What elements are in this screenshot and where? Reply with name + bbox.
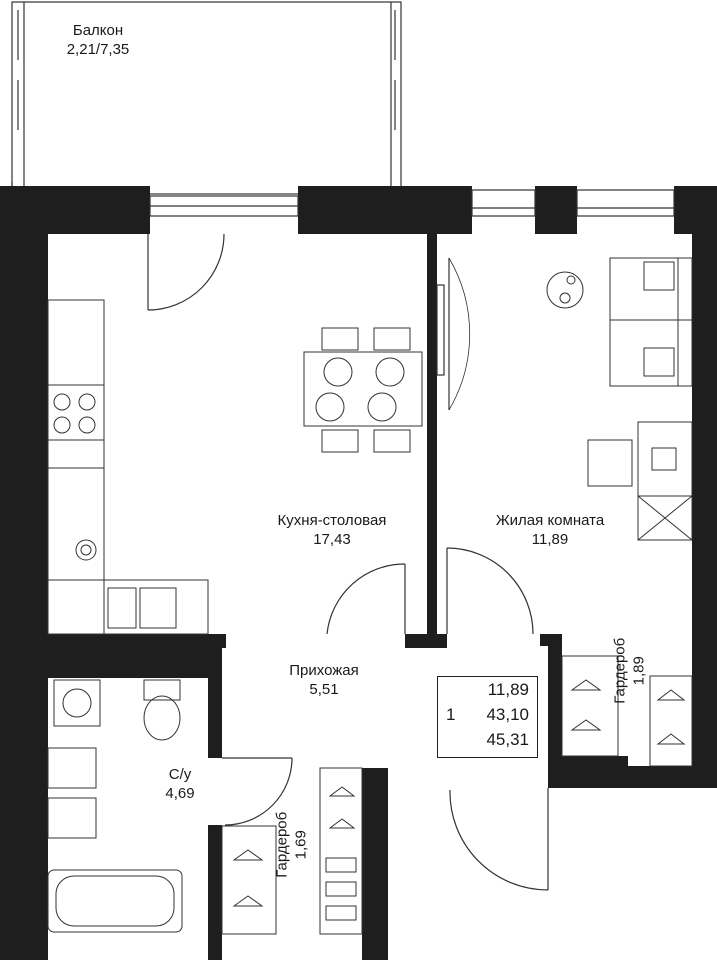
room-name: Балкон <box>72 22 124 39</box>
room-area: 11,89 <box>531 530 569 548</box>
room-label-wardrobe-room: Гардероб 1,89 <box>611 631 649 711</box>
living-area-value: 11,89 <box>487 680 529 699</box>
windows <box>149 189 675 217</box>
room-name: Гардероб <box>273 811 291 878</box>
doors <box>147 233 549 891</box>
room-label-balcony: Балкон 2,21/7,35 <box>52 22 144 60</box>
rooms-count: 1 <box>446 705 456 724</box>
room-area: 1,69 <box>292 830 309 860</box>
room-name: Жилая комната <box>495 512 605 529</box>
bathroom-fixtures <box>47 679 183 933</box>
room-area: 1,89 <box>630 656 647 686</box>
dining-table <box>303 327 423 453</box>
room-area: 5,51 <box>309 680 339 698</box>
room-label-kitchen: Кухня-столовая 17,43 <box>262 512 402 550</box>
room-label-bathroom: С/у 4,69 <box>152 766 208 804</box>
kitchen-furniture <box>47 299 209 635</box>
living-furniture <box>546 257 693 541</box>
net-area-value: 43,10 <box>486 705 529 724</box>
room-name: Кухня-столовая <box>277 512 387 529</box>
wardrobes <box>221 655 693 935</box>
room-name: Гардероб <box>611 637 629 704</box>
area-summary-box: 1 11,89 43,10 45,31 <box>437 676 538 758</box>
room-area: 17,43 <box>313 530 351 548</box>
room-area: 4,69 <box>165 784 195 802</box>
room-name: Прихожая <box>289 662 359 679</box>
room-area: 2,21/7,35 <box>66 40 130 58</box>
walls <box>0 186 717 960</box>
room-label-living: Жилая комната 11,89 <box>480 512 620 550</box>
total-area-value: 45,31 <box>486 730 529 749</box>
room-label-hallway: Прихожая 5,51 <box>280 662 368 700</box>
room-name: С/у <box>168 766 192 783</box>
room-label-wardrobe-hall: Гардероб 1,69 <box>273 805 311 885</box>
balcony-outline <box>11 1 402 195</box>
